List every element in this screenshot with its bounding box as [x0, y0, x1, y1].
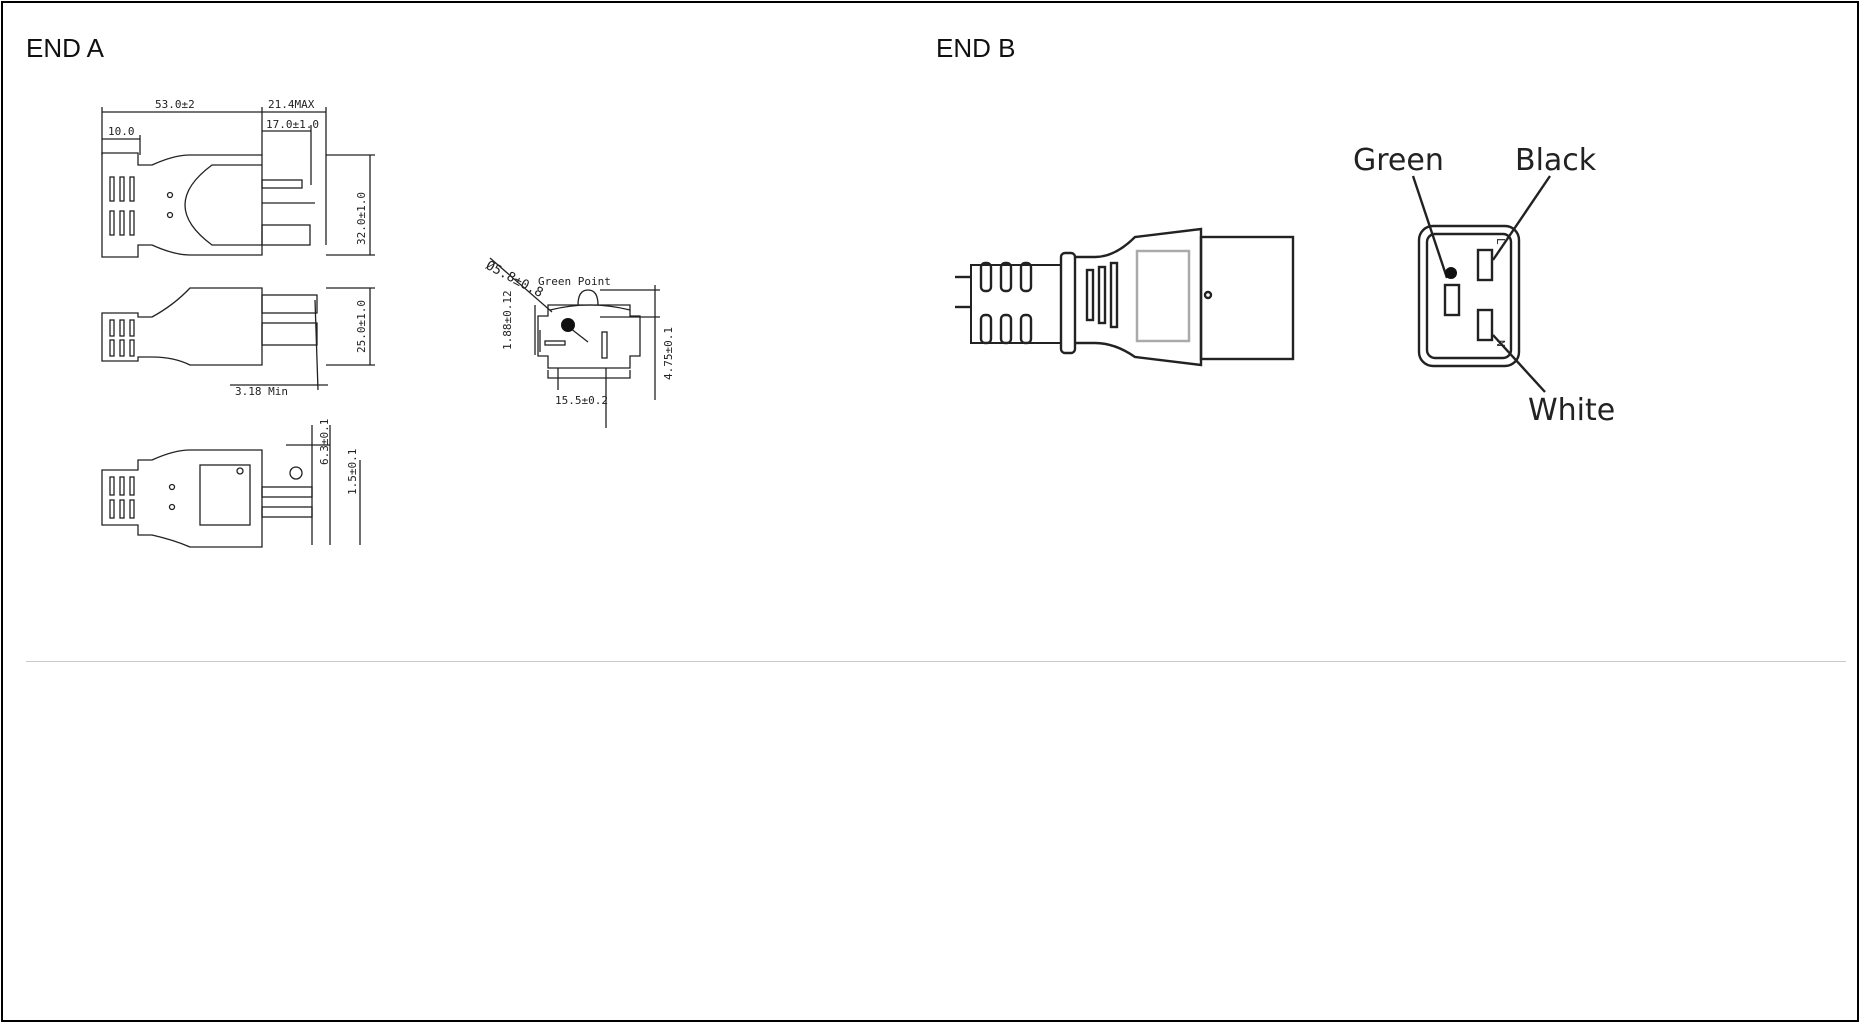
ground-point-dot	[561, 318, 575, 332]
end-b-connector-side	[955, 227, 1295, 367]
line-slot	[1476, 248, 1494, 282]
line-marker: L	[1494, 238, 1507, 245]
neutral-marker: N	[1494, 340, 1507, 347]
green-label: Green	[1353, 143, 1444, 178]
dim-blade-span: 17.0±1.0	[266, 118, 319, 131]
dim-overall-length: 53.0±2	[155, 98, 195, 111]
white-leader	[1492, 334, 1546, 393]
dim-height-side: 25.0±1.0	[355, 300, 368, 353]
dim-blade-len: 4.75±0.1	[662, 327, 675, 380]
dim-blade-thick: 1.5±0.1	[346, 449, 359, 495]
ground-point-label: Green Point	[538, 275, 611, 288]
neutral-slot	[1476, 308, 1494, 342]
dim-spacing: 15.5±0.2	[555, 394, 608, 407]
end-a-title: END A	[26, 33, 105, 63]
black-label: Black	[1515, 143, 1597, 178]
green-leader	[1411, 175, 1449, 279]
dim-max-width: 21.4MAX	[268, 98, 315, 111]
plug-bottom-view	[101, 425, 361, 548]
end-b-receptacle-face: Green Black White L N	[1353, 143, 1615, 428]
end-a-plug-views: 53.0±2 21.4MAX 10.0 17.0±1.0 32.0±1.0 25…	[101, 98, 375, 548]
end-a-face-view: Ø5.8±0.8 Green Point 1.88±0.12 4.75±0.1 …	[483, 257, 675, 428]
dim-pin-width: 1.88±0.12	[501, 290, 514, 350]
dim-ground-dia: Ø5.8±0.8	[483, 258, 545, 301]
dim-grip: 10.0	[108, 125, 135, 138]
dim-height-top: 32.0±1.0	[355, 192, 368, 245]
end-b-title: END B	[936, 33, 1016, 63]
white-label: White	[1528, 393, 1615, 428]
section-divider	[26, 661, 1846, 662]
label-window	[1135, 249, 1191, 343]
black-leader	[1492, 175, 1551, 261]
plug-side-view	[101, 287, 375, 391]
ground-dot	[1445, 267, 1457, 279]
dim-min-blade: 3.18 Min	[235, 385, 288, 398]
dim-blade-width: 6.3±0.1	[318, 419, 331, 465]
ground-slot	[1443, 283, 1461, 317]
plug-top-view	[101, 152, 375, 258]
